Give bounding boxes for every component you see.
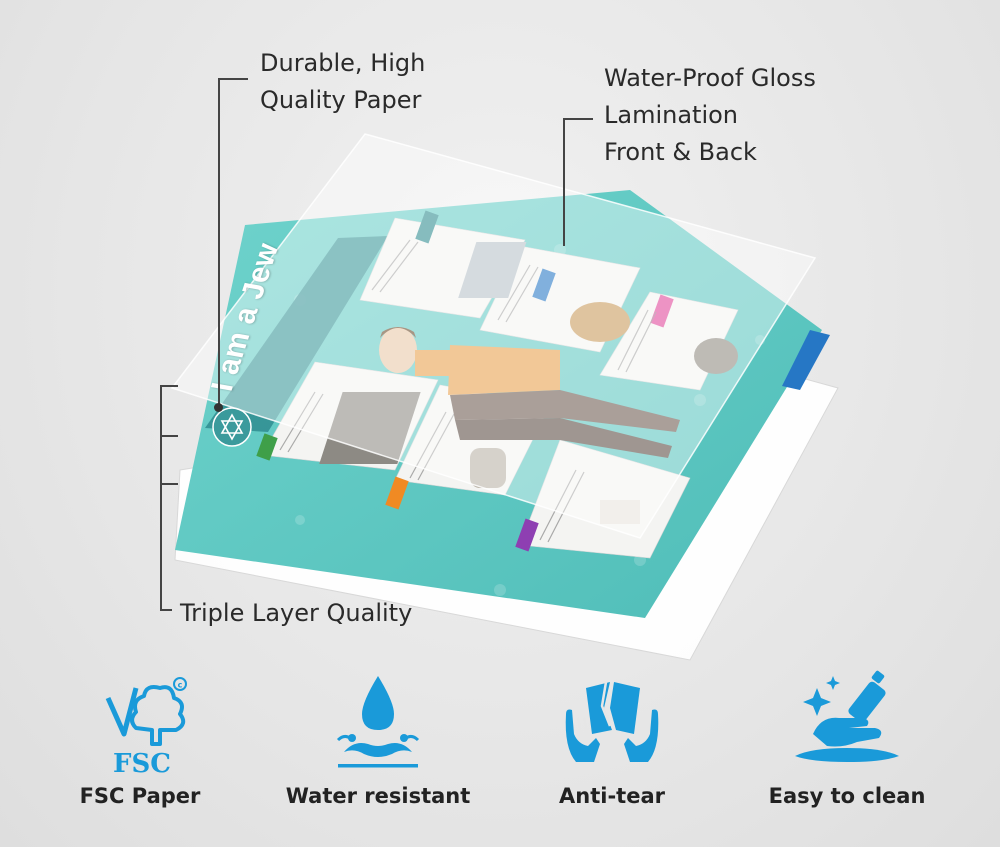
feature-fsc-paper: c FSC FSC Paper — [30, 668, 250, 808]
water-leader-horizontal — [563, 118, 593, 120]
durable-leader-horizontal — [218, 78, 248, 80]
cleaning-hand-icon — [795, 670, 899, 762]
feature-anti-tear: Anti-tear — [502, 668, 722, 808]
callout-durable-line-1: Durable, High — [260, 49, 426, 77]
callout-water-line-2: Lamination — [604, 101, 739, 129]
callout-durable-line-2: Quality Paper — [260, 86, 422, 114]
feature-water-label: Water resistant — [285, 784, 471, 808]
callout-triple-line: Triple Layer Quality — [180, 599, 413, 627]
callout-water-line-1: Water-Proof Gloss — [604, 64, 816, 92]
fsc-tree-icon: c FSC — [105, 677, 187, 778]
callout-durable-paper: Durable, High Quality Paper — [260, 45, 425, 119]
callout-triple-layer: Triple Layer Quality — [180, 595, 412, 632]
feature-easy-clean: Easy to clean — [737, 668, 957, 808]
callout-water-proof: Water-Proof Gloss Lamination Front & Bac… — [604, 60, 816, 171]
triple-bracket-tick-3 — [160, 483, 178, 485]
feature-clean-label: Easy to clean — [768, 784, 926, 808]
feature-tear-label: Anti-tear — [559, 784, 665, 808]
callout-water-line-3: Front & Back — [604, 138, 757, 166]
svg-text:FSC: FSC — [113, 749, 171, 778]
triple-bracket-tick-2 — [160, 435, 178, 437]
feature-fsc-label: FSC Paper — [79, 784, 201, 808]
durable-leader-dot — [214, 403, 223, 412]
hands-tear-icon — [565, 681, 659, 762]
boy-illustration — [379, 327, 680, 458]
water-leader-vertical — [563, 118, 565, 246]
water-drop-icon — [336, 676, 420, 768]
triple-bracket-vertical — [160, 385, 162, 610]
triple-bracket-tick-1 — [160, 385, 178, 387]
svg-text:c: c — [178, 681, 183, 690]
feature-water-resistant: Water resistant — [268, 668, 488, 808]
durable-leader-vertical — [218, 78, 220, 408]
feature-row: c FSC FSC Paper Water resistant Anti-tea… — [0, 668, 1000, 847]
triple-bracket-tick-4 — [160, 609, 172, 611]
